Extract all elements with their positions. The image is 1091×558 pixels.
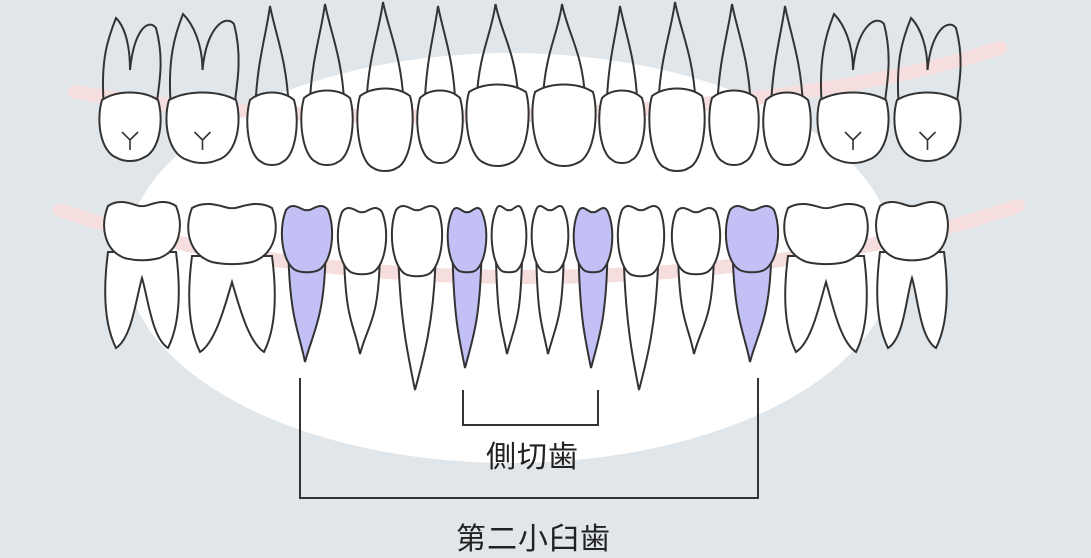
upper-tooth bbox=[648, 1, 706, 172]
upper-tooth bbox=[893, 16, 962, 162]
upper-tooth bbox=[598, 5, 646, 164]
upper-tooth bbox=[356, 1, 414, 172]
lower-tooth bbox=[490, 205, 528, 355]
upper-tooth bbox=[708, 3, 760, 166]
highlighted-lower-tooth bbox=[280, 205, 334, 363]
upper-tooth bbox=[416, 5, 464, 164]
upper-tooth bbox=[816, 12, 890, 164]
lower-tooth bbox=[783, 203, 869, 354]
upper-tooth bbox=[465, 3, 530, 167]
highlighted-lower-tooth bbox=[724, 205, 780, 363]
upper-tooth bbox=[762, 5, 812, 166]
upper-tooth bbox=[531, 3, 597, 167]
dental-arch-diagram bbox=[53, 1, 1025, 499]
lower-tooth bbox=[390, 205, 444, 391]
second-premolar-bracket bbox=[299, 378, 759, 499]
second-premolar-label: 第二小臼歯 bbox=[456, 522, 611, 557]
lower-tooth bbox=[875, 201, 949, 350]
lower-tooth bbox=[616, 205, 666, 391]
lateral-incisor-bracket bbox=[462, 390, 599, 426]
lower-tooth bbox=[336, 207, 388, 355]
lower-tooth bbox=[187, 203, 277, 354]
lower-tooth bbox=[103, 201, 181, 350]
lower-tooth bbox=[670, 207, 722, 355]
upper-tooth bbox=[300, 3, 354, 166]
upper-tooth bbox=[246, 5, 298, 166]
upper-tooth bbox=[98, 16, 162, 162]
highlighted-lower-tooth bbox=[446, 207, 488, 369]
highlighted-lower-tooth bbox=[572, 207, 614, 369]
upper-tooth bbox=[165, 12, 240, 164]
lower-tooth bbox=[530, 205, 570, 355]
lateral-incisor-label: 側切歯 bbox=[486, 440, 579, 475]
